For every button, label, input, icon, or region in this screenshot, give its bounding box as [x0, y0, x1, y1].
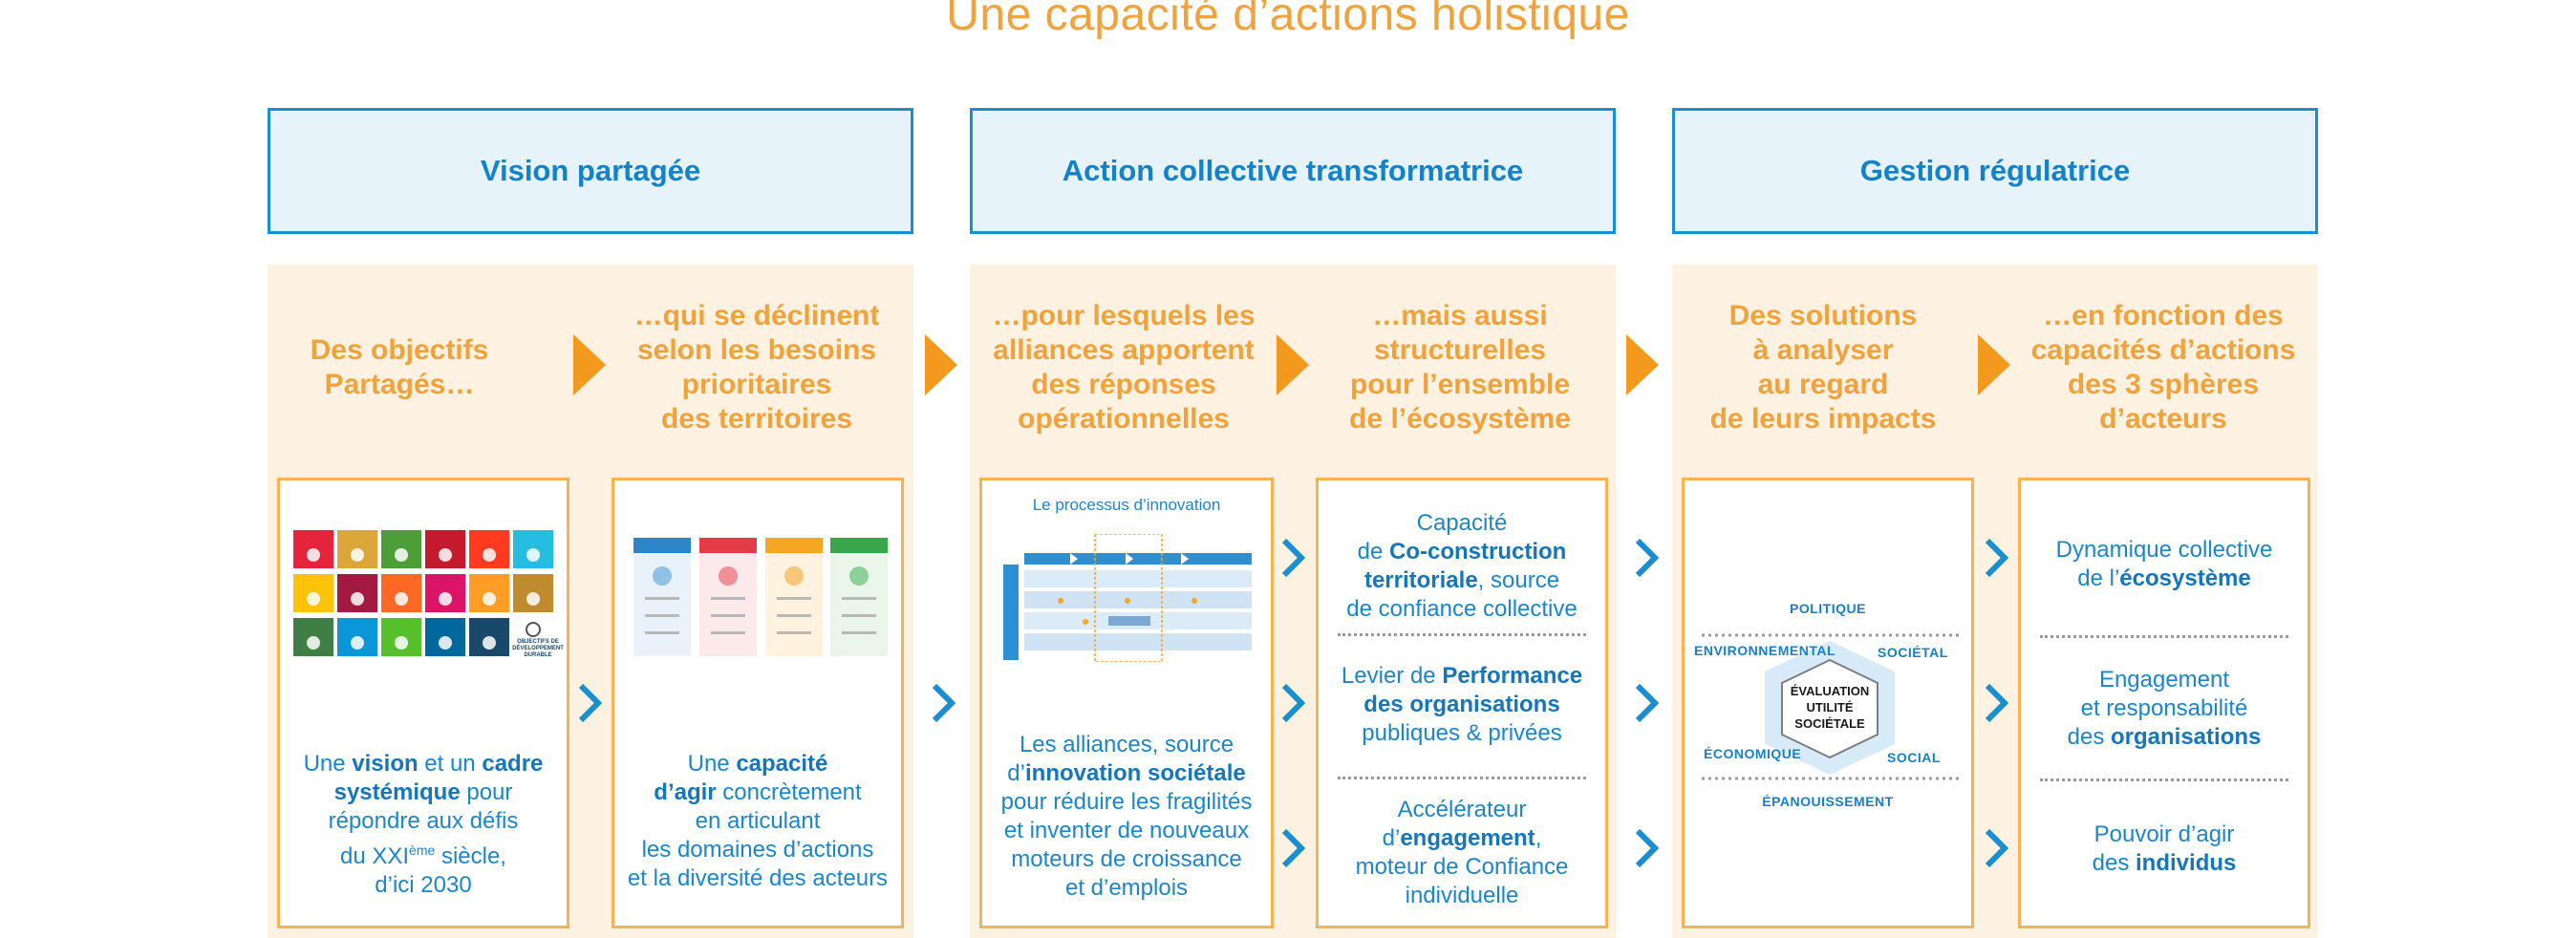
flow-arrow-3 [1277, 334, 1309, 395]
flow-arrow-4 [1626, 334, 1659, 395]
separator [1338, 633, 1586, 636]
box-territoires: Une capacité d’agir concrètement en arti… [612, 478, 904, 928]
pillar-action-header: Action collective transformatrice [970, 108, 1616, 234]
pillar-vision-header: Vision partagée [268, 108, 913, 234]
flow-arrow-1 [573, 334, 606, 395]
innovation-process-icon [1003, 534, 1252, 662]
chevron-right-icon [1281, 683, 1306, 723]
box-alliances: Le processus d’innovation Les alliances,… [979, 478, 1274, 928]
separator [2040, 635, 2288, 638]
chevron-right-icon [1985, 828, 2009, 868]
organisations-text: Engagement et responsabilité des organis… [2067, 667, 2262, 750]
coconstruction-text: Capacité de Co-construction territoriale… [1346, 510, 1578, 622]
box-objectifs: OBJECTIFS DE DÉVELOPPEMENT DURABLE Une v… [277, 478, 569, 928]
label-epanouissement: ÉPANOUISSEMENT [1762, 794, 1894, 809]
chevron-right-icon [1635, 828, 1660, 868]
label-economique: ÉCONOMIQUE [1704, 746, 1802, 761]
flow-arrow-5 [1978, 334, 2010, 395]
chevron-right-icon [932, 683, 956, 723]
chevron-right-icon [1281, 828, 1306, 868]
sdg-grid-icon [293, 530, 553, 656]
label-politique: POLITIQUE [1790, 601, 1866, 616]
box-alliances-text: Les alliances, source d’innovation socié… [1000, 732, 1253, 901]
label-social: SOCIAL [1887, 750, 1941, 765]
pillar-gestion-header: Gestion régulatrice [1672, 108, 2318, 234]
box-impacts: POLITIQUE ENVIRONNEMENTAL SOCIÉTAL ÉCONO… [1682, 478, 1974, 928]
chevron-right-icon [1635, 538, 1660, 578]
performance-text: Levier de Performance des organisations … [1341, 663, 1583, 746]
box-structurelles: Capacité de Co-construction territoriale… [1316, 478, 1608, 928]
sdg-caption: OBJECTIFS DE DÉVELOPPEMENT DURABLE [512, 639, 564, 658]
box-objectifs-text: Une vision et un cadre systémique pour r… [303, 751, 544, 898]
flow-arrow-2 [925, 334, 957, 395]
page-title: Une capacité d’actions holistique [946, 0, 1630, 40]
separator [2040, 778, 2288, 781]
box-spheres: Dynamique collective de l’écosystème Eng… [2018, 478, 2310, 928]
chevron-right-icon [1281, 538, 1306, 578]
evaluation-hexagon-icon [1702, 633, 1962, 780]
label-environnemental: ENVIRONNEMENTAL [1694, 643, 1836, 658]
label-societal: SOCIÉTAL [1878, 645, 1948, 660]
separator [1338, 777, 1586, 779]
ecosysteme-text: Dynamique collective de l’écosystème [2055, 537, 2273, 591]
individus-text: Pouvoir d’agir des individus [2092, 821, 2237, 876]
engagement-text: Accélérateur d’engagement, moteur de Con… [1355, 797, 1569, 908]
criteria-cards-icon [633, 538, 888, 656]
innovation-process-caption: Le processus d’innovation [1032, 496, 1221, 514]
chevron-right-icon [1985, 683, 2009, 723]
chevron-right-icon [1635, 683, 1660, 723]
chevron-right-icon [1985, 538, 2009, 578]
chevron-right-icon [578, 683, 603, 723]
box-territoires-text: Une capacité d’agir concrètement en arti… [627, 751, 889, 891]
